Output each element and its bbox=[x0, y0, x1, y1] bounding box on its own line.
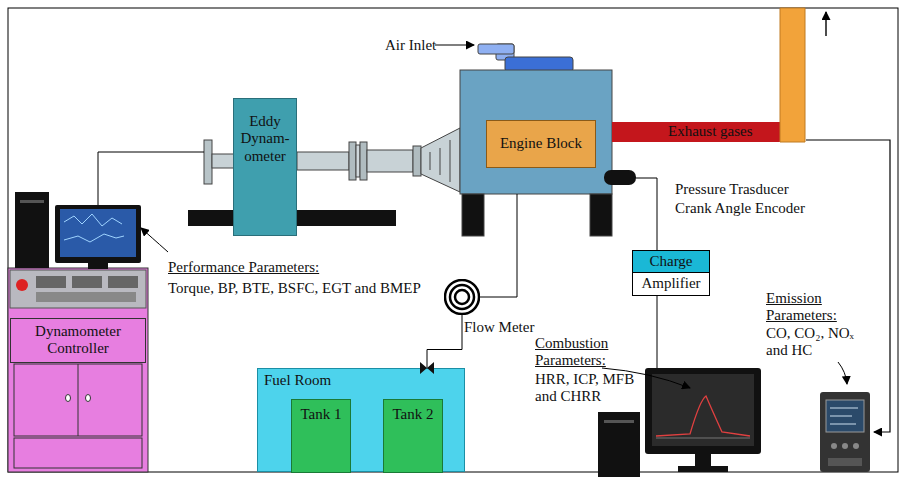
fuel-line bbox=[480, 194, 517, 297]
dynamometer-box: Eddy Dynam- ometer bbox=[233, 98, 297, 236]
left-shaft bbox=[204, 140, 234, 184]
annotation-label: Crank Angle Encoder bbox=[675, 200, 805, 217]
controller-cabinet: Dynamometer Controller bbox=[8, 268, 148, 472]
node-text: Fuel Room bbox=[264, 372, 331, 389]
node-text: Dynamometer Controller bbox=[10, 318, 146, 363]
node-text: Charge bbox=[633, 251, 709, 273]
fuel-pipe bbox=[427, 315, 462, 368]
node-text: Eddy Dynam- ometer bbox=[237, 113, 293, 165]
engine-housing bbox=[460, 44, 612, 236]
node-text: Amplifier bbox=[633, 273, 709, 294]
controller-wire bbox=[98, 152, 204, 205]
annotation-label: Exhaust gases bbox=[668, 123, 753, 140]
frame bbox=[8, 8, 898, 472]
tank-box: Tank 1 bbox=[291, 399, 351, 473]
charge-amplifier-box: ChargeAmplifier bbox=[632, 250, 710, 296]
flow-meter-symbol bbox=[444, 279, 480, 315]
emission-arrow bbox=[838, 362, 847, 384]
annotation-label: Torque, BP, BTE, BSFC, EGT and BMEP bbox=[168, 280, 421, 297]
sample-line bbox=[806, 140, 890, 432]
annotation-label: HRR, ICP, MFB and CHRR bbox=[535, 371, 643, 406]
node-text: Tank 1 bbox=[300, 406, 341, 423]
coupling-shaft bbox=[297, 128, 460, 192]
annotation-label: Performance Parameters: bbox=[168, 259, 319, 276]
pressure-sensor bbox=[604, 170, 636, 185]
annotation-label: Pressure Trasducer bbox=[675, 181, 789, 198]
air-arrow bbox=[435, 44, 474, 45]
exhaust-pipe bbox=[612, 8, 805, 142]
flow-meter: Flow Meter bbox=[444, 279, 480, 315]
annotation-label: Emission Parameters: bbox=[766, 290, 858, 325]
fuel-room-box: Fuel RoomTank 1 Tank 2 bbox=[257, 368, 465, 472]
node-text: Flow Meter bbox=[464, 319, 534, 336]
node-text: Tank 2 bbox=[392, 406, 433, 423]
annotation-label: Air Inlet bbox=[385, 37, 436, 54]
exhaust-arrow bbox=[825, 12, 826, 36]
controller-cabinet bbox=[8, 268, 148, 472]
annotation-label: Combustion Parameters: bbox=[535, 335, 617, 370]
performance-computer bbox=[15, 192, 141, 269]
engine-block-box: Engine Block bbox=[486, 120, 596, 168]
performance-arrow bbox=[141, 228, 168, 252]
node-text: Engine Block bbox=[500, 135, 582, 152]
tank-box: Tank 2 bbox=[383, 399, 443, 473]
annotation-label: CO, CO₂, NOₓ and HC bbox=[766, 325, 861, 360]
gas-analyzer bbox=[820, 392, 870, 472]
